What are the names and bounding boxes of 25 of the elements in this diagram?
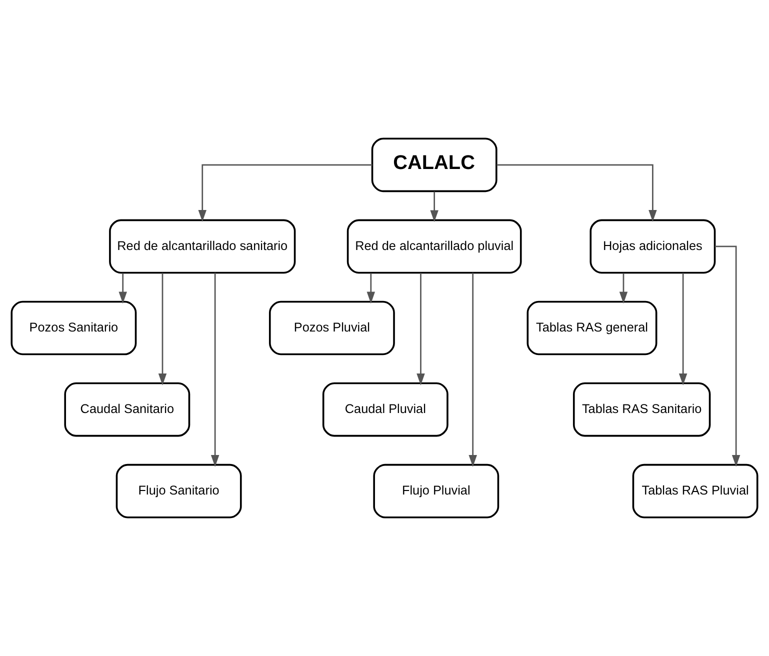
arrow	[468, 272, 477, 467]
node-box: Tablas RAS Sanitario	[572, 382, 711, 437]
node-box: Red de alcantarillado sanitario	[109, 219, 296, 274]
node-box: Red de alcantarillado pluvial	[346, 219, 522, 274]
node-box: Caudal Sanitario	[64, 382, 190, 437]
arrow	[118, 273, 127, 304]
node-box: Caudal Pluvial	[322, 382, 448, 437]
arrow	[158, 273, 167, 386]
node-box: Hojas adicionales	[590, 219, 716, 274]
node-box: Tablas RAS general	[526, 300, 658, 356]
arrow	[715, 246, 740, 467]
arrow	[210, 272, 220, 467]
arrow	[496, 164, 657, 222]
arrow	[430, 192, 438, 222]
node-box: Tablas RAS Pluvial	[632, 464, 758, 518]
arrow	[416, 273, 425, 386]
node-box: Flujo Pluvial	[373, 464, 500, 518]
node-box: Flujo Sanitario	[116, 464, 242, 518]
node-box: Pozos Sanitario	[10, 300, 137, 356]
node-box: CALALC	[371, 138, 498, 192]
arrow	[678, 273, 688, 386]
arrow	[366, 273, 376, 304]
arrow	[198, 164, 372, 222]
arrow	[619, 273, 628, 304]
node-box: Pozos Pluvial	[268, 300, 395, 356]
